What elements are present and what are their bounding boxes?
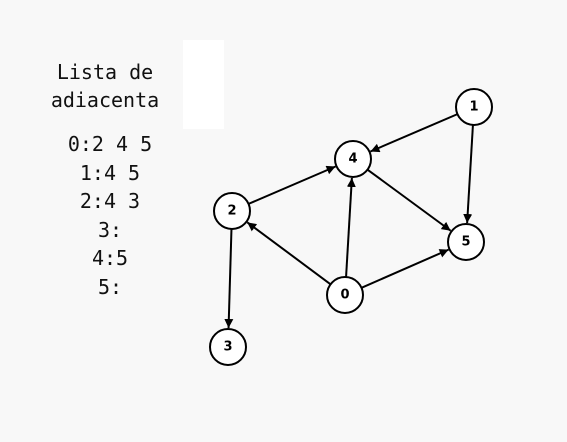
edge-0-to-4 xyxy=(345,177,356,278)
node-circle xyxy=(209,328,247,366)
edge-1-to-5 xyxy=(463,124,474,224)
adjacency-row: 1:4 5 xyxy=(79,160,141,185)
node-circle xyxy=(455,88,493,126)
node-1: 1 xyxy=(455,88,493,126)
node-label: 0 xyxy=(340,288,349,303)
edge-2-to-4 xyxy=(248,165,336,205)
edges xyxy=(224,113,474,329)
adjacency-row: 2:4 3 xyxy=(79,189,141,213)
node-label: 3 xyxy=(223,340,232,355)
adjacency-row: 0:2 4 5 xyxy=(67,132,153,156)
node-4: 4 xyxy=(334,140,372,178)
edge-0-to-5 xyxy=(361,248,449,289)
node-0: 0 xyxy=(326,276,364,314)
node-label: 4 xyxy=(348,152,357,167)
node-circle xyxy=(447,223,485,261)
node-label: 2 xyxy=(227,204,236,219)
adjacency-row: 3: xyxy=(97,217,123,242)
node-5: 5 xyxy=(447,223,485,261)
adjacency-row: 4:5 xyxy=(91,246,129,270)
edge-1-to-4 xyxy=(370,113,458,153)
node-label: 1 xyxy=(469,100,478,115)
node-circle xyxy=(334,140,372,178)
node-2: 2 xyxy=(213,192,251,230)
edge-2-to-3 xyxy=(224,228,234,329)
blank-panel xyxy=(183,40,224,129)
edge-0-to-2 xyxy=(246,221,332,286)
node-3: 3 xyxy=(209,328,247,366)
nodes: 0 1 2 3 4 5 xyxy=(209,88,493,366)
adjacency-list: 0:2 4 5 1:4 5 2:4 3 3: 4:5 5: xyxy=(50,130,170,301)
node-circle xyxy=(213,192,251,230)
node-label: 5 xyxy=(461,235,470,250)
node-circle xyxy=(326,276,364,314)
adjacency-row: 5: xyxy=(97,274,123,299)
adjacency-list-title: Lista de adiacenta xyxy=(50,60,160,112)
edge-4-to-5 xyxy=(366,168,452,232)
